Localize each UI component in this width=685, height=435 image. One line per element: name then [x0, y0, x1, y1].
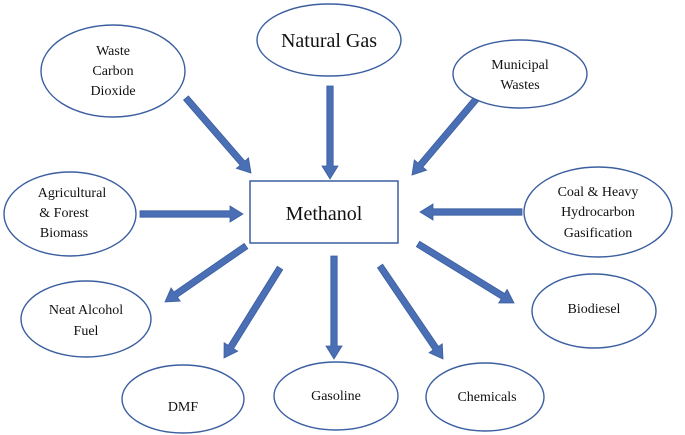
dmf-ellipse	[121, 364, 245, 434]
waste-co2-line-3: Dioxide	[90, 84, 135, 99]
methanol-box	[249, 180, 399, 244]
arrow-methanol-to-chemicals	[376, 263, 444, 360]
arrow-waste-co2-to-methanol	[183, 95, 252, 174]
arrow-methanol-to-gasoline	[325, 255, 343, 360]
product-node-dmf: DMF	[121, 364, 245, 434]
arrow-methanol-to-neat-alcohol	[164, 242, 249, 303]
natural-gas-line-1: Natural Gas	[281, 30, 377, 52]
coal-line-1: Coal & Heavy	[558, 185, 639, 200]
natural-gas-ellipse	[256, 3, 402, 77]
gasoline-ellipse	[273, 361, 399, 431]
biomass-line-1: Agricultural	[38, 186, 107, 201]
arrow-municipal-wastes-to-methanol	[411, 94, 481, 176]
biodiesel-line-1: Biodiesel	[568, 302, 621, 317]
source-node-waste-co2: Waste Carbon Dioxide	[40, 24, 186, 118]
source-node-natural-gas: Natural Gas	[256, 3, 402, 77]
neat-alcohol-ellipse	[20, 280, 152, 358]
product-node-gasoline: Gasoline	[273, 361, 399, 431]
methanol-label: Methanol	[286, 203, 363, 225]
methanol-node: Methanol	[249, 180, 399, 244]
neat-alcohol-line-1: Neat Alcohol	[49, 303, 123, 318]
chemicals-ellipse	[425, 362, 545, 432]
product-node-neat-alcohol-fuel: Neat Alcohol Fuel	[20, 280, 152, 358]
biomass-line-3: Biomass	[40, 226, 88, 241]
gasoline-line-1: Gasoline	[311, 389, 361, 404]
waste-co2-line-1: Waste	[96, 44, 130, 59]
arrows	[139, 85, 523, 360]
biomass-ellipse	[3, 171, 137, 257]
chemicals-line-1: Chemicals	[457, 390, 516, 405]
arrow-methanol-to-biodiesel	[415, 240, 515, 304]
source-node-municipal-wastes: Municipal Wastes	[452, 39, 588, 109]
source-node-coal-heavy-hydrocarbon: Coal & Heavy Hydrocarbon Gasification	[523, 166, 673, 258]
coal-ellipse	[523, 166, 673, 258]
municipal-wastes-ellipse	[452, 39, 588, 109]
product-node-chemicals: Chemicals	[425, 362, 545, 432]
arrow-coal-to-methanol	[419, 203, 523, 221]
dmf-line-1: DMF	[168, 400, 199, 415]
biodiesel-ellipse	[531, 273, 657, 349]
source-node-agricultural-forest-biomass: Agricultural & Forest Biomass	[3, 171, 137, 257]
arrow-methanol-to-dmf	[223, 265, 284, 359]
product-node-biodiesel: Biodiesel	[531, 273, 657, 349]
municipal-wastes-line-2: Wastes	[500, 78, 539, 93]
municipal-wastes-line-1: Municipal	[491, 58, 549, 73]
biomass-line-2: & Forest	[39, 206, 89, 221]
neat-alcohol-line-2: Fuel	[74, 324, 99, 339]
coal-line-3: Gasification	[564, 226, 632, 241]
arrow-natural-gas-to-methanol	[321, 85, 339, 180]
waste-co2-ellipse	[40, 24, 186, 118]
arrow-biomass-to-methanol	[139, 205, 244, 223]
coal-line-2: Hydrocarbon	[561, 205, 635, 220]
waste-co2-line-2: Carbon	[92, 64, 133, 79]
